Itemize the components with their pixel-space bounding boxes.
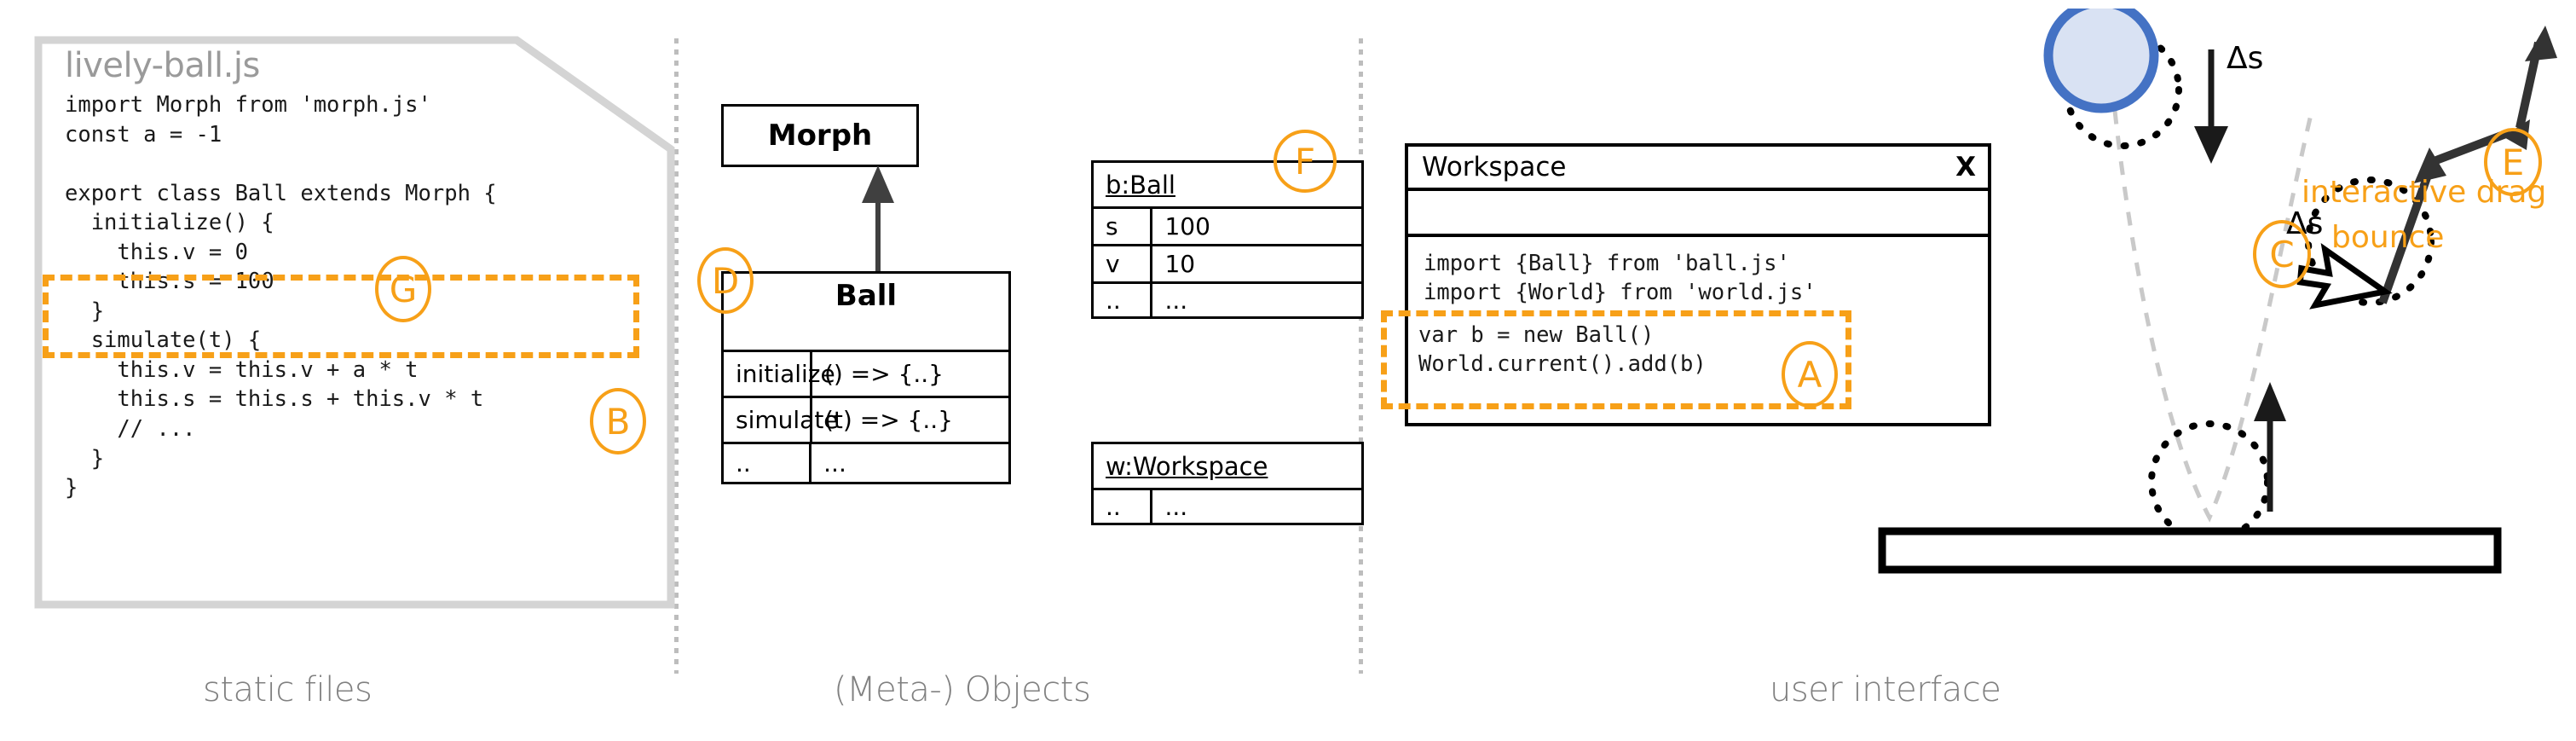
- object-workspace-header: w:Workspace: [1106, 451, 1268, 481]
- uml-row-more-value: ...: [823, 449, 846, 478]
- label-bounce: bounce: [2331, 220, 2445, 255]
- uml-row-initialize-value: () => {..}: [824, 360, 944, 388]
- file-code-top: import Morph from 'morph.js' const a = -…: [65, 92, 497, 324]
- file-code-bottom: // ... } }: [65, 416, 196, 501]
- delta-s-fall-label: Δs: [2227, 41, 2264, 76]
- object-workspace-row-more: .. ...: [1091, 488, 1364, 525]
- object-workspace-row-more-key: ..: [1094, 490, 1153, 523]
- workspace-code-top: import {Ball} from 'ball.js' import {Wor…: [1424, 251, 1816, 305]
- uml-class-morph-title: Morph: [767, 119, 873, 153]
- caption-user-interface: user interface: [1770, 670, 2001, 709]
- marker-c: C: [2253, 220, 2311, 288]
- object-ball-row-more-key: ..: [1094, 284, 1153, 316]
- marker-f: F: [1274, 130, 1337, 193]
- object-ball-row-more-value: ...: [1164, 286, 1188, 315]
- workspace-window-body[interactable]: import {Ball} from 'ball.js' import {Wor…: [1405, 237, 1991, 426]
- ghost-ball-top: [2063, 30, 2182, 149]
- drag-arrowhead-1: [2414, 148, 2446, 183]
- delta-s-rise-arrow-head: [2254, 382, 2286, 421]
- marker-e: E: [2484, 128, 2542, 196]
- highlight-box-workspace: [1381, 310, 1851, 409]
- object-ball-row-more: .. ...: [1091, 281, 1364, 319]
- marker-g: G: [375, 256, 431, 322]
- workspace-window-title: Workspace: [1422, 152, 1567, 182]
- workspace-code-highlight: var b = new Ball() World.current().add(b…: [1418, 322, 1707, 377]
- file-code-highlight: simulate(t) { this.v = this.v + a * t th…: [90, 327, 484, 412]
- uml-class-ball-header: Ball: [721, 271, 1011, 313]
- object-ball-row-s: s 100: [1091, 206, 1364, 244]
- file-name-label: lively-ball.js: [65, 46, 260, 85]
- marker-b: B: [590, 388, 646, 454]
- uml-row-initialize: initialize () => {..}: [721, 350, 1011, 396]
- trajectory-path: [2107, 59, 2314, 523]
- marker-d: D: [697, 247, 754, 314]
- caption-meta-objects: (Meta-) Objects: [834, 670, 1091, 709]
- object-ball-row-s-value: 100: [1164, 212, 1210, 240]
- uml-class-morph: Morph: [721, 104, 919, 167]
- file-document: lively-ball.js import Morph from 'morph.…: [34, 36, 675, 609]
- column-divider-1: [674, 38, 679, 674]
- workspace-window-titlebar[interactable]: Workspace X: [1408, 147, 1988, 191]
- marker-a: A: [1782, 341, 1838, 408]
- workspace-window[interactable]: Workspace X: [1405, 143, 1991, 237]
- label-interactive-drag: interactive drag: [2302, 175, 2547, 210]
- uml-row-initialize-name: initialize: [724, 352, 835, 396]
- object-ball-row-s-key: s: [1094, 209, 1153, 244]
- ground-bar: [1878, 527, 2502, 574]
- file-document-shape: [34, 36, 675, 609]
- inheritance-arrow-icon: [862, 165, 894, 273]
- object-ball-row-v: v 10: [1091, 244, 1364, 281]
- drag-arrowhead-3: [2525, 26, 2557, 61]
- uml-row-simulate: simulate (t) => {..}: [721, 396, 1011, 442]
- uml-row-simulate-value: (t) => {..}: [824, 406, 953, 434]
- object-ball-row-v-key: v: [1094, 246, 1153, 281]
- uml-row-more-name: ..: [724, 444, 812, 482]
- delta-s-fall-arrow-head: [2194, 126, 2228, 164]
- ghost-ball-bounce: [2148, 420, 2271, 543]
- highlight-box-simulate: [43, 275, 639, 358]
- object-ball-row-v-value: 10: [1164, 250, 1196, 278]
- uml-row-simulate-name: simulate: [724, 398, 839, 442]
- close-icon[interactable]: X: [1955, 152, 1976, 182]
- uml-class-ball-title-pad: [721, 305, 1011, 350]
- uml-row-more: .. ...: [721, 442, 1011, 484]
- object-workspace-header-box: w:Workspace: [1091, 442, 1364, 488]
- object-workspace-row-more-value: ...: [1164, 492, 1188, 521]
- ball-current: [2043, 9, 2159, 113]
- object-ball-header: b:Ball: [1106, 170, 1175, 200]
- caption-static-files: static files: [203, 670, 373, 709]
- ball-simulation-illustration: [1878, 9, 2557, 574]
- column-divider-2: [1359, 38, 1363, 674]
